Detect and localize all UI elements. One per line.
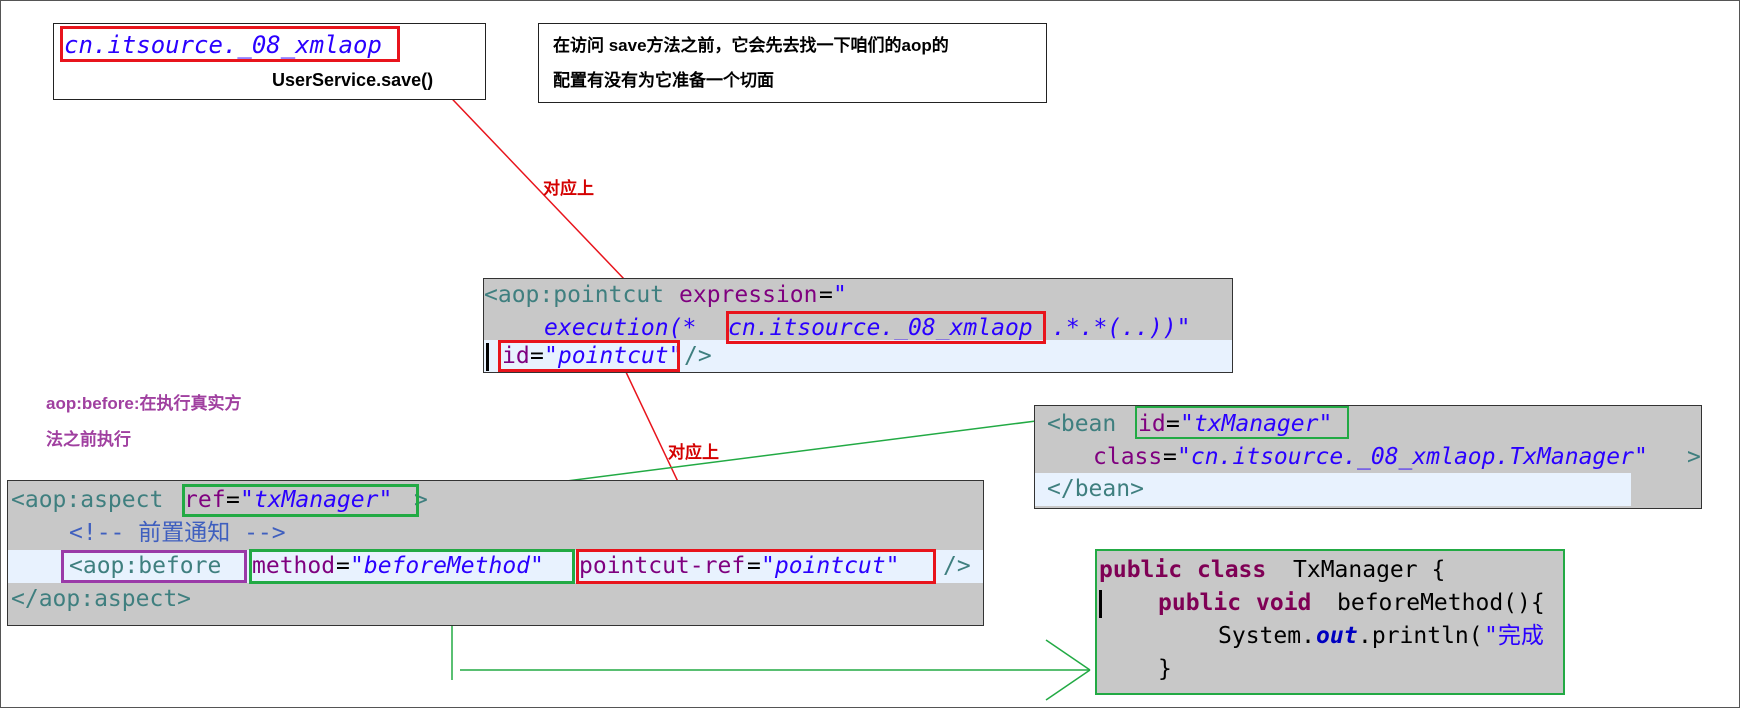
aspect-ref-value: "txManager" xyxy=(240,487,393,513)
aspect-line-1: <aop:aspect ref = "txManager" > xyxy=(8,484,983,517)
java-brace: } xyxy=(1158,656,1172,682)
aspect-end-tag: </aop:aspect> xyxy=(11,586,192,612)
bean-id-highlight xyxy=(1135,406,1349,439)
bean-class-value: "cn.itsource._08_xmlaop.TxManager" xyxy=(1177,444,1648,470)
text-caret xyxy=(486,343,489,371)
java-line-1: public class TxManager { xyxy=(1097,554,1563,587)
note-line-2: 配置有没有为它准备一个切面 xyxy=(553,71,774,90)
package-box: cn.itsource._08_xmlaop UserService.save(… xyxy=(53,23,486,100)
aspect-line-3: <aop:before method = "beforeMethod" poin… xyxy=(8,550,983,583)
java-out: out xyxy=(1316,623,1358,649)
before-tag-highlight xyxy=(61,550,247,583)
bean-class-attr: class xyxy=(1093,444,1163,470)
java-line-4: } xyxy=(1097,653,1563,686)
before-method-attr: method xyxy=(252,553,336,579)
bean-end-tag: </bean> xyxy=(1047,476,1144,502)
green-arrowhead-upper xyxy=(1045,639,1091,671)
aspect-ref-highlight xyxy=(182,484,419,517)
aspect-line-2: <!-- 前置通知 --> xyxy=(8,517,983,550)
pointcut-tag-open: <aop:pointcut xyxy=(484,282,678,308)
package-highlight xyxy=(60,26,400,62)
expression-eq: = xyxy=(819,282,833,308)
java-code-block: public class TxManager { public void bef… xyxy=(1095,549,1565,695)
bean-line-1: <bean id = "txManager" xyxy=(1035,408,1701,441)
java-line-2: public void beforeMethod(){ xyxy=(1097,587,1563,620)
match-label-top: 对应上 xyxy=(543,179,594,198)
bean-id-value: "txManager" xyxy=(1180,411,1333,437)
before-note-line-1: aop:before:在执行真实方 xyxy=(46,394,242,413)
package-name: cn.itsource._08_xmlaop xyxy=(64,31,382,59)
before-note-line-2: 法之前执行 xyxy=(46,430,131,449)
execution-suffix: .*.*(..))" xyxy=(1052,315,1191,341)
execution-package: cn.itsource._08_xmlaop xyxy=(728,315,1033,341)
green-arrowhead-lower xyxy=(1045,669,1091,701)
before-self-close: /> xyxy=(943,553,971,579)
pointcut-line-2: execution(* cn.itsource._08_xmlaop .*.*(… xyxy=(484,312,1232,345)
bean-line-3: </bean> xyxy=(1035,473,1631,506)
pointcut-line-1: <aop:pointcut expression = " xyxy=(484,279,1232,312)
java-kw-void: void xyxy=(1256,590,1312,616)
java-println: .println( xyxy=(1358,623,1483,649)
java-kw-public: public xyxy=(1099,557,1183,583)
expression-quote: " xyxy=(833,282,847,308)
java-class-name: TxManager { xyxy=(1293,557,1446,583)
pointcut-ref-highlight xyxy=(576,549,936,584)
method-call: UserService.save() xyxy=(272,70,434,90)
before-method-eq: = xyxy=(336,553,350,579)
java-kw-class: class xyxy=(1197,557,1267,583)
java-method-sig: beforeMethod(){ xyxy=(1337,590,1545,616)
pointcut-id-eq: = xyxy=(530,343,544,369)
advice-comment: <!-- 前置通知 --> xyxy=(69,520,286,546)
java-string: "完成 xyxy=(1484,623,1544,649)
pointcut-id-attr: id xyxy=(502,343,530,369)
bean-tag-open: <bean xyxy=(1047,411,1131,437)
java-caret xyxy=(1099,590,1102,618)
before-method-highlight xyxy=(249,549,575,584)
bean-code-block: <bean id = "txManager" class = "cn.itsou… xyxy=(1034,405,1702,509)
bean-tag-gt: > xyxy=(1687,444,1701,470)
execution-package-highlight xyxy=(726,311,1046,344)
java-system: System. xyxy=(1218,623,1315,649)
execution-prefix: execution(* xyxy=(544,315,711,341)
match-label-bottom: 对应上 xyxy=(668,443,719,462)
note-line-1: 在访问 save方法之前，它会先去找一下咱们的aop的 xyxy=(553,36,949,55)
pointcut-ref-attr: pointcut-ref xyxy=(579,553,746,579)
pointcut-line-3: id = "pointcut" /> xyxy=(484,340,1232,372)
pointcut-code-block: <aop:pointcut expression = " execution(*… xyxy=(483,278,1233,373)
bean-line-2: class = "cn.itsource._08_xmlaop.TxManage… xyxy=(1035,441,1701,474)
pointcut-ref-eq: = xyxy=(747,553,761,579)
aspect-tag-open: <aop:aspect xyxy=(11,487,178,513)
note-box: 在访问 save方法之前，它会先去找一下咱们的aop的 配置有没有为它准备一个切… xyxy=(538,23,1047,103)
pointcut-id-highlight xyxy=(498,340,680,372)
bean-id-attr: id xyxy=(1138,411,1166,437)
bean-class-eq: = xyxy=(1163,444,1177,470)
aspect-line-4: </aop:aspect> xyxy=(8,583,983,616)
expression-attr: expression xyxy=(679,282,818,308)
bean-id-eq: = xyxy=(1166,411,1180,437)
aspect-ref-attr: ref xyxy=(184,487,226,513)
before-tag: <aop:before xyxy=(69,553,222,579)
pointcut-ref-value: "pointcut" xyxy=(761,553,900,579)
pointcut-id-value: "pointcut" xyxy=(544,343,683,369)
java-kw-public-method: public xyxy=(1158,590,1242,616)
pointcut-tag-close: /> xyxy=(684,343,712,369)
aspect-ref-eq: = xyxy=(226,487,240,513)
java-line-3: System. out .println( "完成 xyxy=(1097,620,1563,653)
aspect-code-block: <aop:aspect ref = "txManager" > <!-- 前置通… xyxy=(7,480,984,626)
before-method-value: "beforeMethod" xyxy=(350,553,544,579)
